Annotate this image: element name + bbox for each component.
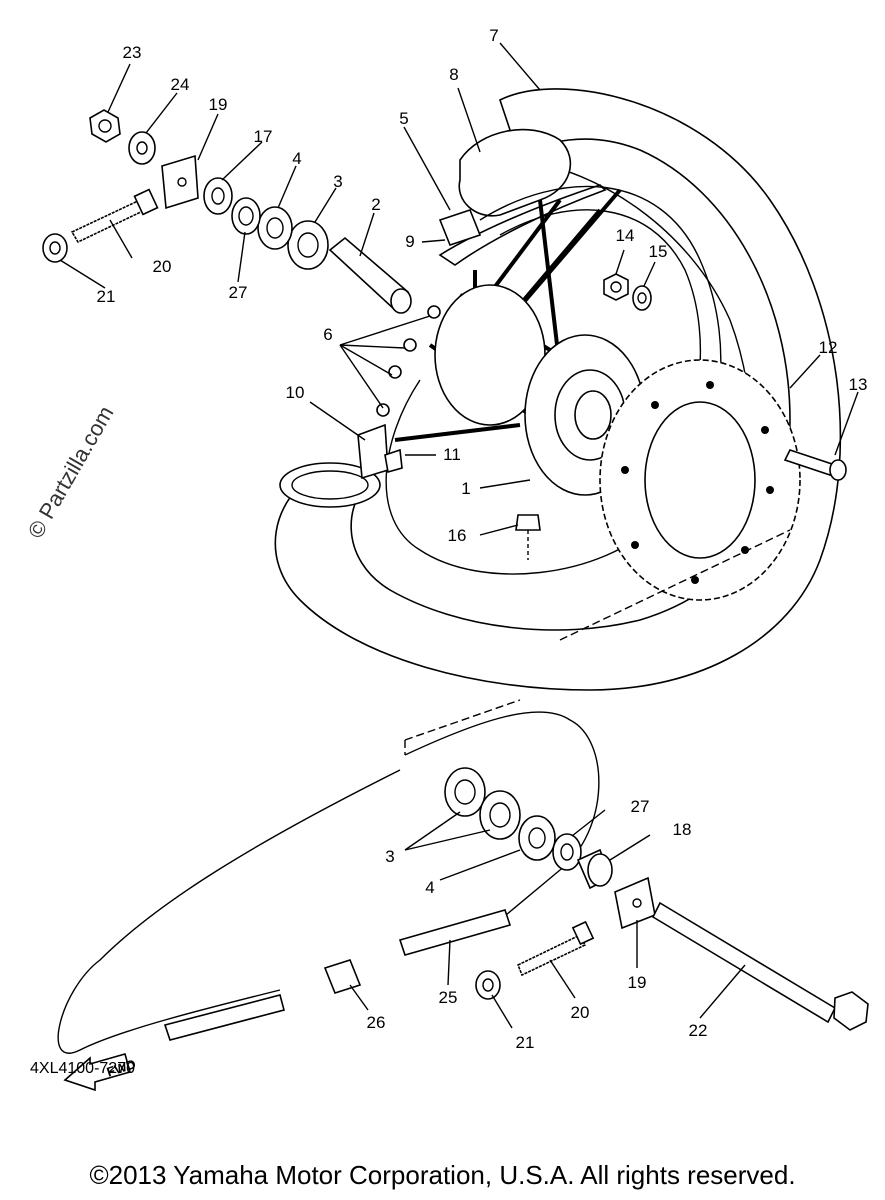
callout-26: 26: [367, 1013, 386, 1032]
washer-15: [632, 285, 652, 311]
callout-8: 8: [449, 65, 458, 84]
callout-25: 25: [439, 988, 458, 1007]
callout-9: 9: [405, 232, 414, 251]
callout-20-top: 20: [153, 257, 172, 276]
nut-21-top: [42, 233, 68, 263]
collar-18: [576, 848, 613, 890]
callout-27-top: 27: [229, 283, 248, 302]
callout-21-top: 21: [97, 287, 116, 306]
nut-21-lower: [475, 970, 501, 1000]
adjuster-19-lower: [614, 876, 656, 930]
callout-24: 24: [171, 75, 190, 94]
callout-6: 6: [323, 325, 332, 344]
callout-15: 15: [649, 242, 668, 261]
callout-18: 18: [673, 820, 692, 839]
nut-14: [603, 273, 629, 301]
callout-19-top: 19: [209, 95, 228, 114]
callout-14: 14: [616, 226, 635, 245]
callout-20-lower: 20: [571, 1003, 590, 1022]
callout-7: 7: [489, 26, 498, 45]
oil-seal-4-top: [257, 206, 293, 250]
callout-11: 11: [443, 445, 461, 464]
bolt-20-top: [70, 188, 159, 244]
chain-loop: [57, 711, 600, 1054]
collar-17: [203, 177, 233, 215]
callout-3: 3: [333, 172, 342, 191]
callout-13: 13: [849, 375, 868, 394]
bolt-20-lower: [516, 920, 595, 977]
sprocket: [599, 359, 801, 601]
rim-lock-10: [357, 423, 403, 480]
adjuster-19-top: [161, 154, 199, 210]
callout-21-lower: 21: [516, 1033, 535, 1052]
bearing-3-lower-a: [444, 767, 486, 817]
callouts: 1 2 3 4 5 6 7 8 9 10 11 12 13 14 15 16 1…: [97, 26, 868, 1052]
copyright-notice: ©2013 Yamaha Motor Corporation, U.S.A. A…: [89, 1160, 796, 1190]
nut-23: [89, 109, 121, 143]
drive-chain-25: [163, 909, 512, 1041]
spoke-nipples-6: [376, 305, 441, 417]
tube: [458, 128, 572, 217]
oil-seal-4-lower: [518, 815, 556, 861]
tire: [274, 88, 842, 691]
callout-23: 23: [123, 43, 142, 62]
bolt-13: [783, 449, 847, 481]
callout-3-lower: 3: [385, 847, 394, 866]
bearing-3-lower-b: [479, 790, 521, 840]
valve: [438, 209, 482, 246]
callout-22: 22: [689, 1021, 708, 1040]
collar-2: [328, 236, 412, 314]
callout-4: 4: [292, 149, 301, 168]
callout-1: 1: [461, 479, 470, 498]
axle-22: [651, 901, 869, 1031]
balance-weight-16: [515, 514, 541, 560]
callout-2: 2: [371, 195, 380, 214]
callout-17: 17: [254, 127, 273, 146]
circlip-27-top: [231, 197, 261, 235]
callout-5: 5: [399, 109, 408, 128]
callout-16: 16: [448, 526, 467, 545]
washer-24: [128, 131, 156, 165]
side-watermark: © Partzilla.com: [23, 402, 119, 543]
master-link-26: [323, 959, 362, 994]
callout-4-lower: 4: [425, 878, 434, 897]
bearing-3-top: [287, 220, 329, 270]
diagram-code: 4XL4100-7270: [30, 1060, 135, 1077]
circlip-27-lower: [552, 833, 582, 871]
callout-12: 12: [819, 338, 838, 357]
callout-10: 10: [286, 383, 305, 402]
callout-27-lower: 27: [631, 797, 650, 816]
callout-19-lower: 19: [628, 973, 647, 992]
leader-lines: [59, 42, 859, 1029]
